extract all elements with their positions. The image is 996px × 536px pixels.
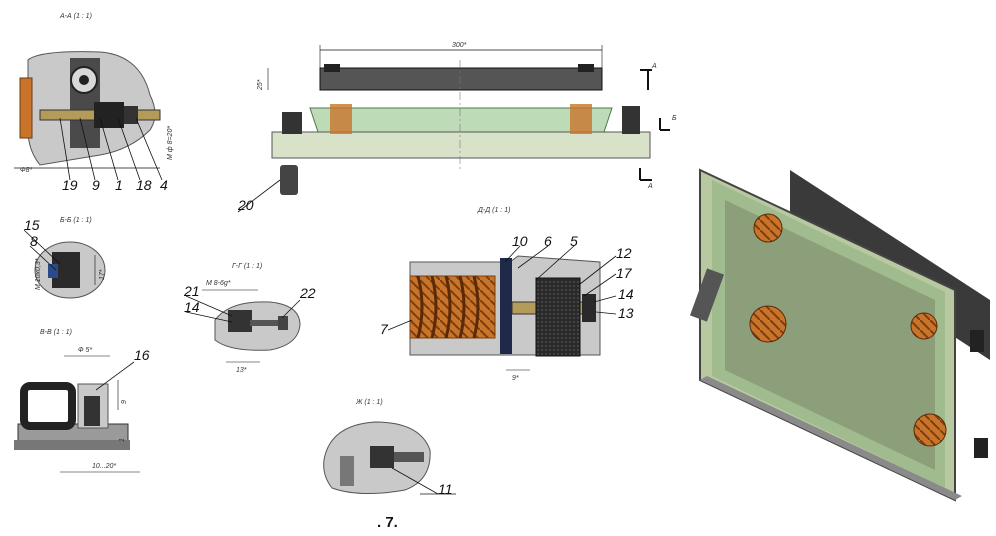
view-vv-dim-a: Ф 5* [78, 347, 92, 354]
main-dim-length: 300* [452, 42, 467, 49]
view-vv-title: В-В (1 : 1) [40, 329, 72, 336]
view-gg-dim-b: 13* [236, 367, 247, 374]
section-bb-title: Б-Б (1 : 1) [60, 217, 92, 224]
callout-12: 12 [616, 245, 632, 261]
callout-14-g: 14 [184, 299, 200, 315]
section-bb-view: Б-Б (1 : 1) 17* М 10х0,3* 15 8 [23, 217, 106, 299]
callout-22: 22 [299, 285, 316, 301]
view-gg-title: Г-Г (1 : 1) [232, 263, 262, 270]
callout-5: 5 [570, 233, 578, 249]
callout-19: 19 [62, 177, 78, 193]
callout-4: 4 [160, 177, 168, 193]
view-vv: В-В (1 : 1) Ф 5* 9 1 10...20* 16 [14, 329, 150, 473]
isometric-view [689, 168, 990, 502]
section-aa-leaders [59, 117, 163, 181]
main-dim-height: 25* [257, 79, 264, 91]
view-vv-dim-d: 10...20* [92, 463, 116, 470]
section-bb-dim-b: 17* [99, 269, 106, 280]
section-aa-dim-right: М ф 8=20* [167, 126, 174, 160]
detail-dd-dim-a: 9* [512, 375, 519, 382]
callout-6: 6 [544, 233, 552, 249]
main-front-view: 300* 25* А Б А 20 [237, 42, 677, 213]
callout-21: 21 [183, 283, 200, 299]
callout-1: 1 [115, 177, 123, 193]
view-vv-dim-b: 9 [121, 400, 128, 404]
callout-11: 11 [438, 481, 453, 497]
detail-zh-title: Ж (1 : 1) [355, 399, 383, 406]
figure-caption: . 7. [377, 514, 398, 531]
callout-15: 15 [24, 217, 40, 233]
callout-18: 18 [136, 177, 152, 193]
callout-10: 10 [512, 233, 528, 249]
callout-14-d: 14 [618, 286, 634, 302]
view-gg: Г-Г (1 : 1) М 8-6g* 13* 21 14 22 [183, 263, 316, 374]
callout-13: 13 [618, 305, 634, 321]
section-mark-a-bottom: А [647, 183, 653, 190]
callout-9: 9 [92, 177, 100, 193]
section-bb-dim-a: М 10х0,3* [35, 258, 42, 290]
detail-zh-view: Ж (1 : 1) 11 [323, 399, 456, 497]
callout-7: 7 [380, 321, 389, 337]
view-vv-dim-c: 1 [119, 438, 126, 442]
detail-dd-title: Д-Д (1 : 1) [477, 207, 510, 214]
callout-17: 17 [616, 265, 633, 281]
view-gg-dim-a: М 8-6g* [206, 280, 231, 287]
section-aa-view: А-А (1 : 1) Ф8* М ф 8=20* 19 9 1 18 4 [14, 13, 174, 193]
callout-20: 20 [237, 197, 254, 213]
section-mark-a-top: А [651, 63, 657, 70]
callout-8: 8 [30, 233, 38, 249]
section-aa-title: А-А (1 : 1) [59, 13, 92, 20]
detail-dd-view: Д-Д (1 : 1) 9* 10 6 5 12 17 [380, 207, 634, 382]
isometric-springs [749, 213, 947, 447]
section-aa-dim-left: Ф8* [20, 167, 32, 174]
callout-16: 16 [134, 347, 150, 363]
section-mark-b: Б [672, 115, 677, 122]
